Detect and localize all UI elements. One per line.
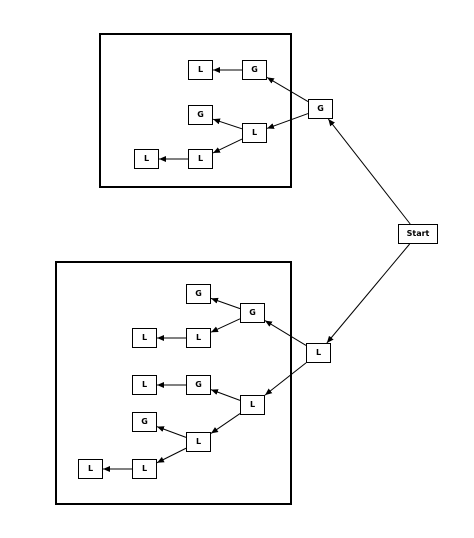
edge-b2-to-b2a <box>210 389 241 401</box>
edge-b2b-to-b2b2 <box>156 447 187 464</box>
edge-start-to-b <box>326 243 411 344</box>
edge-b-to-b2 <box>264 362 307 396</box>
edge-a2-to-a2a <box>212 118 243 130</box>
node-b1a: G <box>186 284 211 304</box>
edge-start-to-a <box>327 118 411 225</box>
node-b1: G <box>240 303 265 323</box>
node-start: Start <box>398 224 438 244</box>
node-b2b2a: L <box>78 459 103 479</box>
edge-a-to-a1 <box>266 76 309 103</box>
node-b2a1: L <box>132 375 157 395</box>
edge-b2-to-b2b <box>210 413 241 434</box>
edge-b1-to-b1b <box>210 318 241 333</box>
edge-a2-to-a2b <box>212 138 243 154</box>
node-a2a: G <box>188 105 213 125</box>
node-b2: L <box>240 395 265 415</box>
node-b2b2: L <box>132 459 157 479</box>
node-b2b1: G <box>132 412 157 432</box>
node-b1b: L <box>186 328 211 348</box>
node-a1: G <box>242 60 267 80</box>
node-b2a: G <box>186 375 211 395</box>
node-a1a: L <box>188 60 213 80</box>
node-a2b: L <box>188 149 213 169</box>
edge-b2b-to-b2b1 <box>156 426 187 438</box>
node-a: G <box>308 99 333 119</box>
node-b1b1: L <box>132 328 157 348</box>
node-a2: L <box>242 123 267 143</box>
node-a2b1: L <box>134 149 159 169</box>
group-box-bottom <box>55 261 292 505</box>
node-b2b: L <box>186 432 211 452</box>
node-b: L <box>306 343 331 363</box>
edge-b-to-b1 <box>264 320 307 346</box>
edge-b1-to-b1a <box>210 297 241 310</box>
edge-a-to-a2 <box>266 113 309 129</box>
group-box-top <box>99 33 292 188</box>
